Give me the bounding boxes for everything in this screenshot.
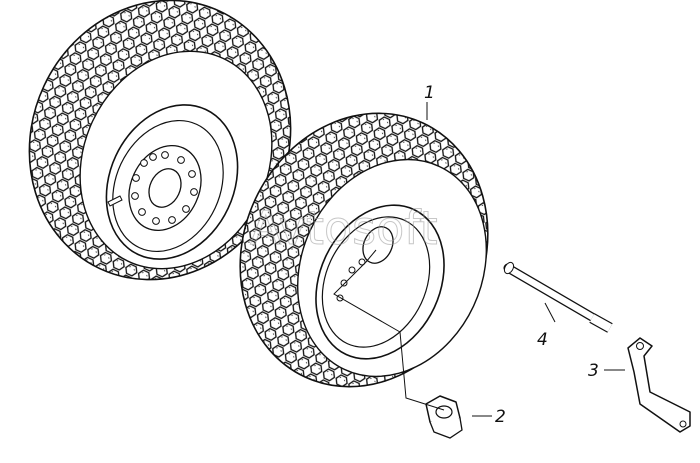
- part-3-bracket: [627, 337, 691, 433]
- part-2-nut: [425, 395, 463, 439]
- rear-rim-inner: [112, 119, 224, 253]
- callout-4: 4: [537, 330, 548, 350]
- rear-stud-holes: [131, 151, 198, 225]
- front-wheel: [239, 112, 489, 388]
- callout-3: 3: [588, 361, 599, 381]
- watermark: Avtosoft: [250, 201, 438, 255]
- rear-wheel: [28, 0, 292, 281]
- callout-1: 1: [424, 83, 435, 103]
- front-hub-hole: [362, 226, 394, 264]
- callout-2: 2: [495, 407, 506, 427]
- leader-4: [544, 302, 556, 323]
- rear-valve: [107, 195, 123, 207]
- front-rim-inner: [321, 216, 431, 348]
- leader-2: [333, 249, 492, 417]
- part-4-bolt: [503, 261, 613, 333]
- front-rim-outer: [315, 204, 445, 360]
- rear-hub-hole: [148, 168, 182, 208]
